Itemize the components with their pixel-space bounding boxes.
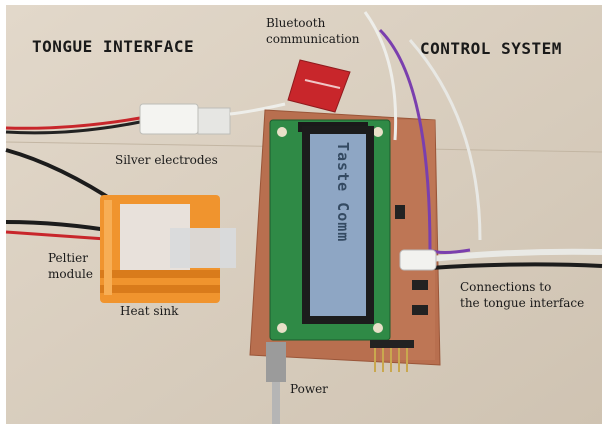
electrode-cable bbox=[229, 102, 286, 116]
lcd-display-text: Taste Comm bbox=[334, 142, 352, 243]
black-cable-right bbox=[429, 262, 603, 270]
power-plug bbox=[266, 342, 286, 382]
label-bluetooth-line1: Bluetooth bbox=[266, 16, 326, 30]
cable-connector bbox=[399, 249, 437, 271]
label-power: Power bbox=[290, 382, 328, 396]
pin-header bbox=[370, 340, 414, 348]
mount-hole bbox=[277, 127, 287, 137]
mount-hole bbox=[373, 323, 383, 333]
white-wire-right bbox=[408, 39, 482, 241]
label-peltier-line2: module bbox=[48, 267, 93, 281]
bluetooth-module bbox=[287, 59, 351, 113]
purple-wire bbox=[378, 28, 471, 254]
red-wire-left bbox=[5, 116, 141, 130]
component bbox=[412, 280, 428, 290]
label-tongue-interface: TONGUE INTERFACE bbox=[32, 37, 195, 56]
component bbox=[412, 305, 428, 315]
bluetooth-chip bbox=[304, 79, 341, 89]
label-control-system: CONTROL SYSTEM bbox=[420, 39, 562, 58]
component bbox=[395, 205, 405, 219]
silver-electrodes bbox=[139, 103, 199, 135]
label-silver-electrodes: Silver electrodes bbox=[115, 153, 218, 167]
mount-hole bbox=[277, 323, 287, 333]
label-heat-sink: Heat sink bbox=[120, 304, 179, 318]
label-bluetooth-line2: communication bbox=[266, 32, 360, 46]
pins bbox=[374, 348, 408, 372]
lcd-screen bbox=[310, 134, 366, 316]
white-wire-top bbox=[363, 11, 398, 141]
tape bbox=[170, 228, 236, 268]
mount-hole bbox=[373, 127, 383, 137]
label-connections-line2: the tongue interface bbox=[460, 296, 585, 310]
label-peltier-line1: Peltier bbox=[48, 251, 88, 265]
electrode-tab bbox=[197, 107, 231, 135]
label-connections-line1: Connections to bbox=[460, 280, 552, 294]
black-wire-left bbox=[5, 120, 141, 135]
